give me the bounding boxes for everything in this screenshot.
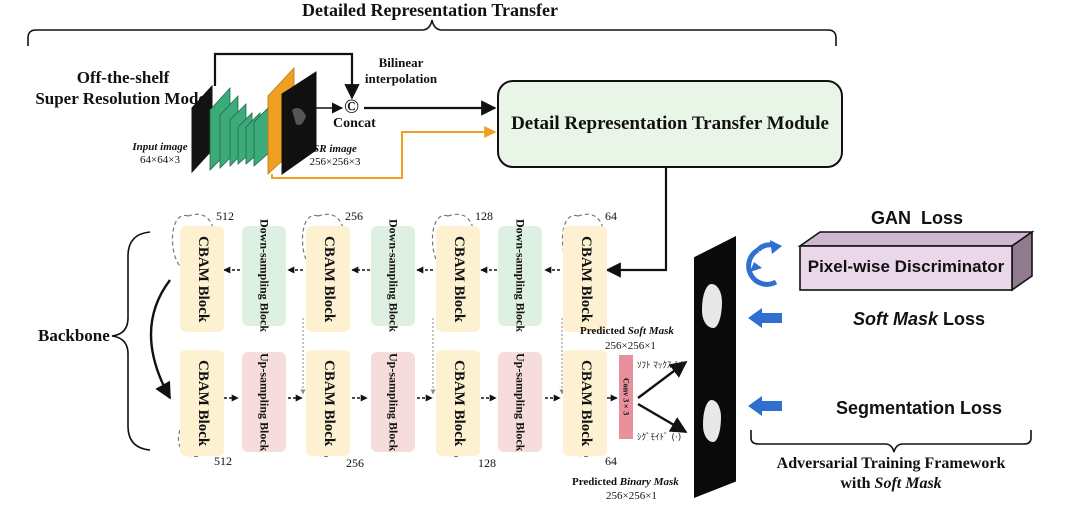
cbam-block-128-top: CBAM Block <box>436 226 480 332</box>
input-image-label: Input image <box>132 141 188 153</box>
segmentation-loss-label: Segmentation Loss <box>836 398 1003 418</box>
bilinear-line1: Bilinear <box>378 55 424 70</box>
concat-icon: © <box>344 96 359 118</box>
top-bracket <box>27 19 837 46</box>
framework-line1: Adversarial Training Framework <box>776 455 1006 472</box>
discriminator-label: Pixel-wise Discriminator <box>807 257 1005 276</box>
framework-bracket <box>750 430 1032 453</box>
sr-image-label: SR image <box>313 143 357 155</box>
backbone-label: Backbone <box>38 326 110 345</box>
backbone-brace <box>111 231 151 451</box>
down-sampling-block-128: Down-sampling Block <box>371 219 415 333</box>
sr-network-layers <box>209 86 271 171</box>
up-sampling-block-64: Up-sampling Block <box>498 352 542 452</box>
cbam-block-512-top: CBAM Block <box>180 226 224 332</box>
sr-image-caption: SR image 256×256×3 <box>305 143 365 169</box>
channel-128-top: 128 <box>475 209 493 223</box>
sr-model-title: Off-the-shelf Super Resolution Model <box>28 67 218 109</box>
down-sampling-block-64: Down-sampling Block <box>498 219 542 333</box>
framework-caption: Adversarial Training Framework with Soft… <box>752 454 1030 494</box>
sr-model-title-line1: Off-the-shelf <box>76 68 170 87</box>
binary-fn-label: ｼｸﾞﾓｲﾄﾞ (·) <box>637 433 682 443</box>
framework-line2: with Soft Mask <box>840 475 942 492</box>
concat-label: Concat <box>333 116 376 131</box>
soft-mask-caption: Predicted Soft Mask <box>580 325 674 337</box>
input-image-caption: Input image 64×64×3 <box>128 141 192 167</box>
binary-mask-blob <box>703 400 721 442</box>
bilinear-label: Bilinear interpolation <box>361 55 441 87</box>
soft-fn-label: ｿﾌﾄ ﾏｯｸｽ (·) <box>637 361 685 371</box>
soft-mask-blob <box>702 284 722 328</box>
binary-mask-size: 256×256×1 <box>606 490 657 502</box>
channel-256-bottom: 256 <box>346 456 364 470</box>
channel-64-top: 64 <box>605 209 617 223</box>
binary-mask-image <box>694 360 736 498</box>
input-image-size: 64×64×3 <box>140 154 180 166</box>
channel-512-top: 512 <box>216 209 234 223</box>
detail-representation-transfer-module: Detail Representation Transfer Module <box>497 80 843 168</box>
channel-64-bottom: 64 <box>605 454 617 468</box>
channel-256-top: 256 <box>345 209 363 223</box>
cbam-block-128-bottom: CBAM Block <box>436 350 480 456</box>
cbam-block-512-bottom: CBAM Block <box>180 350 224 456</box>
up-sampling-block-256: Up-sampling Block <box>242 352 286 452</box>
soft-mask-loss-label: Soft Mask Loss <box>853 309 986 329</box>
cbam-block-64-top: CBAM Block <box>563 226 607 332</box>
sr-model-title-line2: Super Resolution Model <box>35 89 211 108</box>
channel-128-bottom: 128 <box>478 456 496 470</box>
bilinear-line2: interpolation <box>364 71 438 86</box>
dtm-label: Detail Representation Transfer Module <box>511 113 829 134</box>
channel-512-bottom: 512 <box>214 454 232 468</box>
cbam-block-64-bottom: CBAM Block <box>563 350 607 456</box>
cbam-block-256-bottom: CBAM Block <box>306 350 350 456</box>
conv-3x3-layer: Conv 3×3 <box>619 355 633 439</box>
header-title: Detailed Representation Transfer <box>302 0 558 20</box>
cbam-block-256-top: CBAM Block <box>306 226 350 332</box>
gan-loss-label: GAN Loss <box>871 208 964 228</box>
down-sampling-block-256: Down-sampling Block <box>242 219 286 333</box>
up-sampling-block-128: Up-sampling Block <box>371 352 415 452</box>
binary-mask-caption: Predicted Binary Mask <box>572 476 679 488</box>
soft-mask-size: 256×256×1 <box>605 340 656 352</box>
sr-image-size: 256×256×3 <box>309 156 361 168</box>
